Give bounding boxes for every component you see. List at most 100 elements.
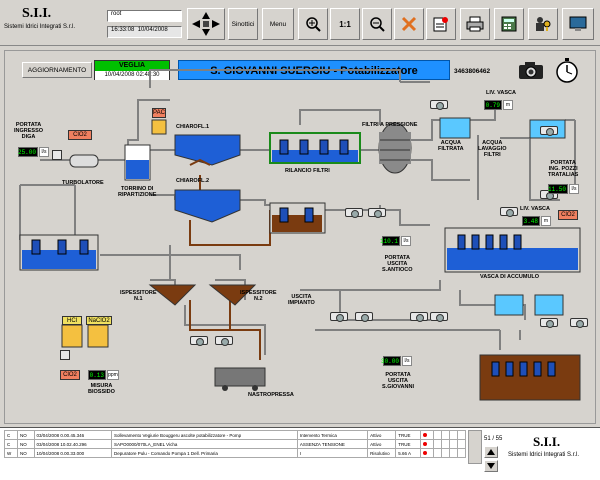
zoom-out-button[interactable] bbox=[362, 8, 392, 40]
pump[interactable] bbox=[430, 312, 448, 322]
alarm-empty-cell bbox=[457, 439, 466, 449]
page-down-button[interactable] bbox=[484, 460, 498, 472]
liv-vasca-1-label: LIV. VASCA bbox=[486, 90, 516, 96]
portata-giovanni-value: 30.00 bbox=[380, 356, 401, 366]
portata-pozzi-unit: l/s bbox=[569, 184, 579, 194]
timer-button[interactable] bbox=[553, 56, 581, 84]
alarm-list-icon bbox=[433, 17, 448, 32]
turbolatore-label: TURBOLATORE bbox=[62, 180, 104, 186]
user-keys-button[interactable] bbox=[528, 8, 558, 40]
alarm-value: 5.66 A bbox=[395, 448, 422, 458]
page-counter: 51 / 55 bbox=[484, 436, 503, 442]
alarm-date: 03/04/2008 0.00.45.346 bbox=[33, 430, 113, 440]
camera-icon bbox=[519, 62, 543, 79]
portata-antioco-unit: l/s bbox=[401, 236, 411, 246]
arrow-up-icon bbox=[487, 449, 495, 455]
update-button[interactable]: AGGIORNAMENTO bbox=[22, 62, 92, 78]
misura-unit: ppm bbox=[107, 370, 119, 380]
menu-button[interactable]: Menu bbox=[262, 8, 294, 40]
print-button[interactable] bbox=[460, 8, 490, 40]
alarm-empty-cell bbox=[441, 430, 450, 440]
logo: S.I.I. bbox=[22, 6, 52, 21]
alarm-empty-cell bbox=[441, 448, 450, 458]
alarm-value: TRUE bbox=[395, 430, 422, 440]
alarm-empty-cell bbox=[449, 430, 458, 440]
monitor-button[interactable] bbox=[562, 8, 594, 40]
alarm-state: I bbox=[296, 448, 369, 458]
valve[interactable] bbox=[52, 150, 62, 160]
camera-button[interactable] bbox=[515, 58, 547, 82]
pump[interactable] bbox=[540, 126, 558, 136]
pump[interactable] bbox=[215, 336, 233, 346]
alarm-state: ASSENZA TENSIONE bbox=[296, 439, 369, 449]
four-arrows-icon bbox=[192, 12, 220, 36]
pump[interactable] bbox=[570, 318, 588, 328]
portata-pozzi-value: 11.50 bbox=[547, 184, 568, 194]
pump[interactable] bbox=[540, 318, 558, 328]
pump[interactable] bbox=[190, 336, 208, 346]
pump[interactable] bbox=[430, 100, 448, 110]
alarm-status: Attivo bbox=[367, 439, 397, 449]
pump[interactable] bbox=[345, 208, 363, 218]
alarm-ack: NO bbox=[17, 439, 35, 449]
printer-icon bbox=[466, 16, 484, 32]
pump[interactable] bbox=[410, 312, 428, 322]
toolbar: S.I.I. Sistemi Idrici Integrati S.r.l. r… bbox=[0, 0, 600, 46]
cancel-button[interactable] bbox=[394, 8, 424, 40]
pump[interactable] bbox=[330, 312, 348, 322]
alarm-empty-cell bbox=[433, 448, 442, 458]
liv-vasca-1-value: 0.79 bbox=[484, 100, 502, 110]
clo2-tag: ClO2 bbox=[558, 210, 578, 220]
clo2-tag: ClO2 bbox=[68, 130, 92, 140]
footer-logo: S.I.I. bbox=[533, 434, 561, 449]
alarm-description: Sollevamento Vegiurie Bouggeru ascolte p… bbox=[111, 430, 298, 440]
pump[interactable] bbox=[500, 207, 518, 217]
page-up-button[interactable] bbox=[484, 446, 498, 458]
process-diagram bbox=[19, 69, 581, 401]
pump[interactable] bbox=[368, 208, 386, 218]
alarm-class: C bbox=[3, 439, 19, 449]
arrow-down-icon bbox=[487, 463, 495, 469]
sinottici-button[interactable]: Sinottici bbox=[228, 8, 258, 40]
navigation-arrows-button[interactable] bbox=[187, 8, 225, 40]
clo2-tag: ClO2 bbox=[60, 370, 80, 380]
alarm-empty-cell bbox=[449, 448, 458, 458]
alarm-date: 03/04/2008 10.02.40.296 bbox=[33, 439, 113, 449]
page-title: S. GIOVANNI SUERGIU - Potabilizzatore bbox=[178, 60, 450, 80]
alarm-description: Depuratore Pulu - Comando Pompa 1 Dell. … bbox=[111, 448, 298, 458]
alarm-empty-cell bbox=[457, 448, 466, 458]
logo-subtitle: Sistemi Idrici Integrati S.r.l. bbox=[4, 24, 76, 30]
liv-vasca-2-label: LIV. VASCA bbox=[520, 206, 550, 212]
alarm-scrollbar[interactable] bbox=[468, 430, 482, 464]
liv-vasca-2-value: 3.48 bbox=[522, 216, 540, 226]
zoom-in-button[interactable] bbox=[298, 8, 328, 40]
user-field: root bbox=[107, 10, 182, 22]
alarm-empty-cell bbox=[449, 439, 458, 449]
zoom-reset-button[interactable]: 1:1 bbox=[330, 8, 360, 40]
alarm-list-button[interactable] bbox=[426, 8, 456, 40]
footer-logo-subtitle: Sistemi Idrici Integrati S.r.l. bbox=[508, 452, 580, 458]
liv-vasca-2-unit: m bbox=[541, 216, 551, 226]
valve[interactable] bbox=[60, 350, 70, 360]
portata-antioco-value: 110.1 bbox=[379, 236, 400, 246]
stopwatch-icon bbox=[556, 58, 578, 83]
calculator-button[interactable] bbox=[494, 8, 524, 40]
hcl-tag: HCl bbox=[62, 316, 82, 325]
alarm-empty-cell bbox=[441, 439, 450, 449]
alarm-empty-cell bbox=[433, 430, 442, 440]
pac-tag: PAC bbox=[152, 108, 166, 118]
pump[interactable] bbox=[355, 312, 373, 322]
nastropressa-label: NASTROPRESSA bbox=[248, 392, 294, 398]
